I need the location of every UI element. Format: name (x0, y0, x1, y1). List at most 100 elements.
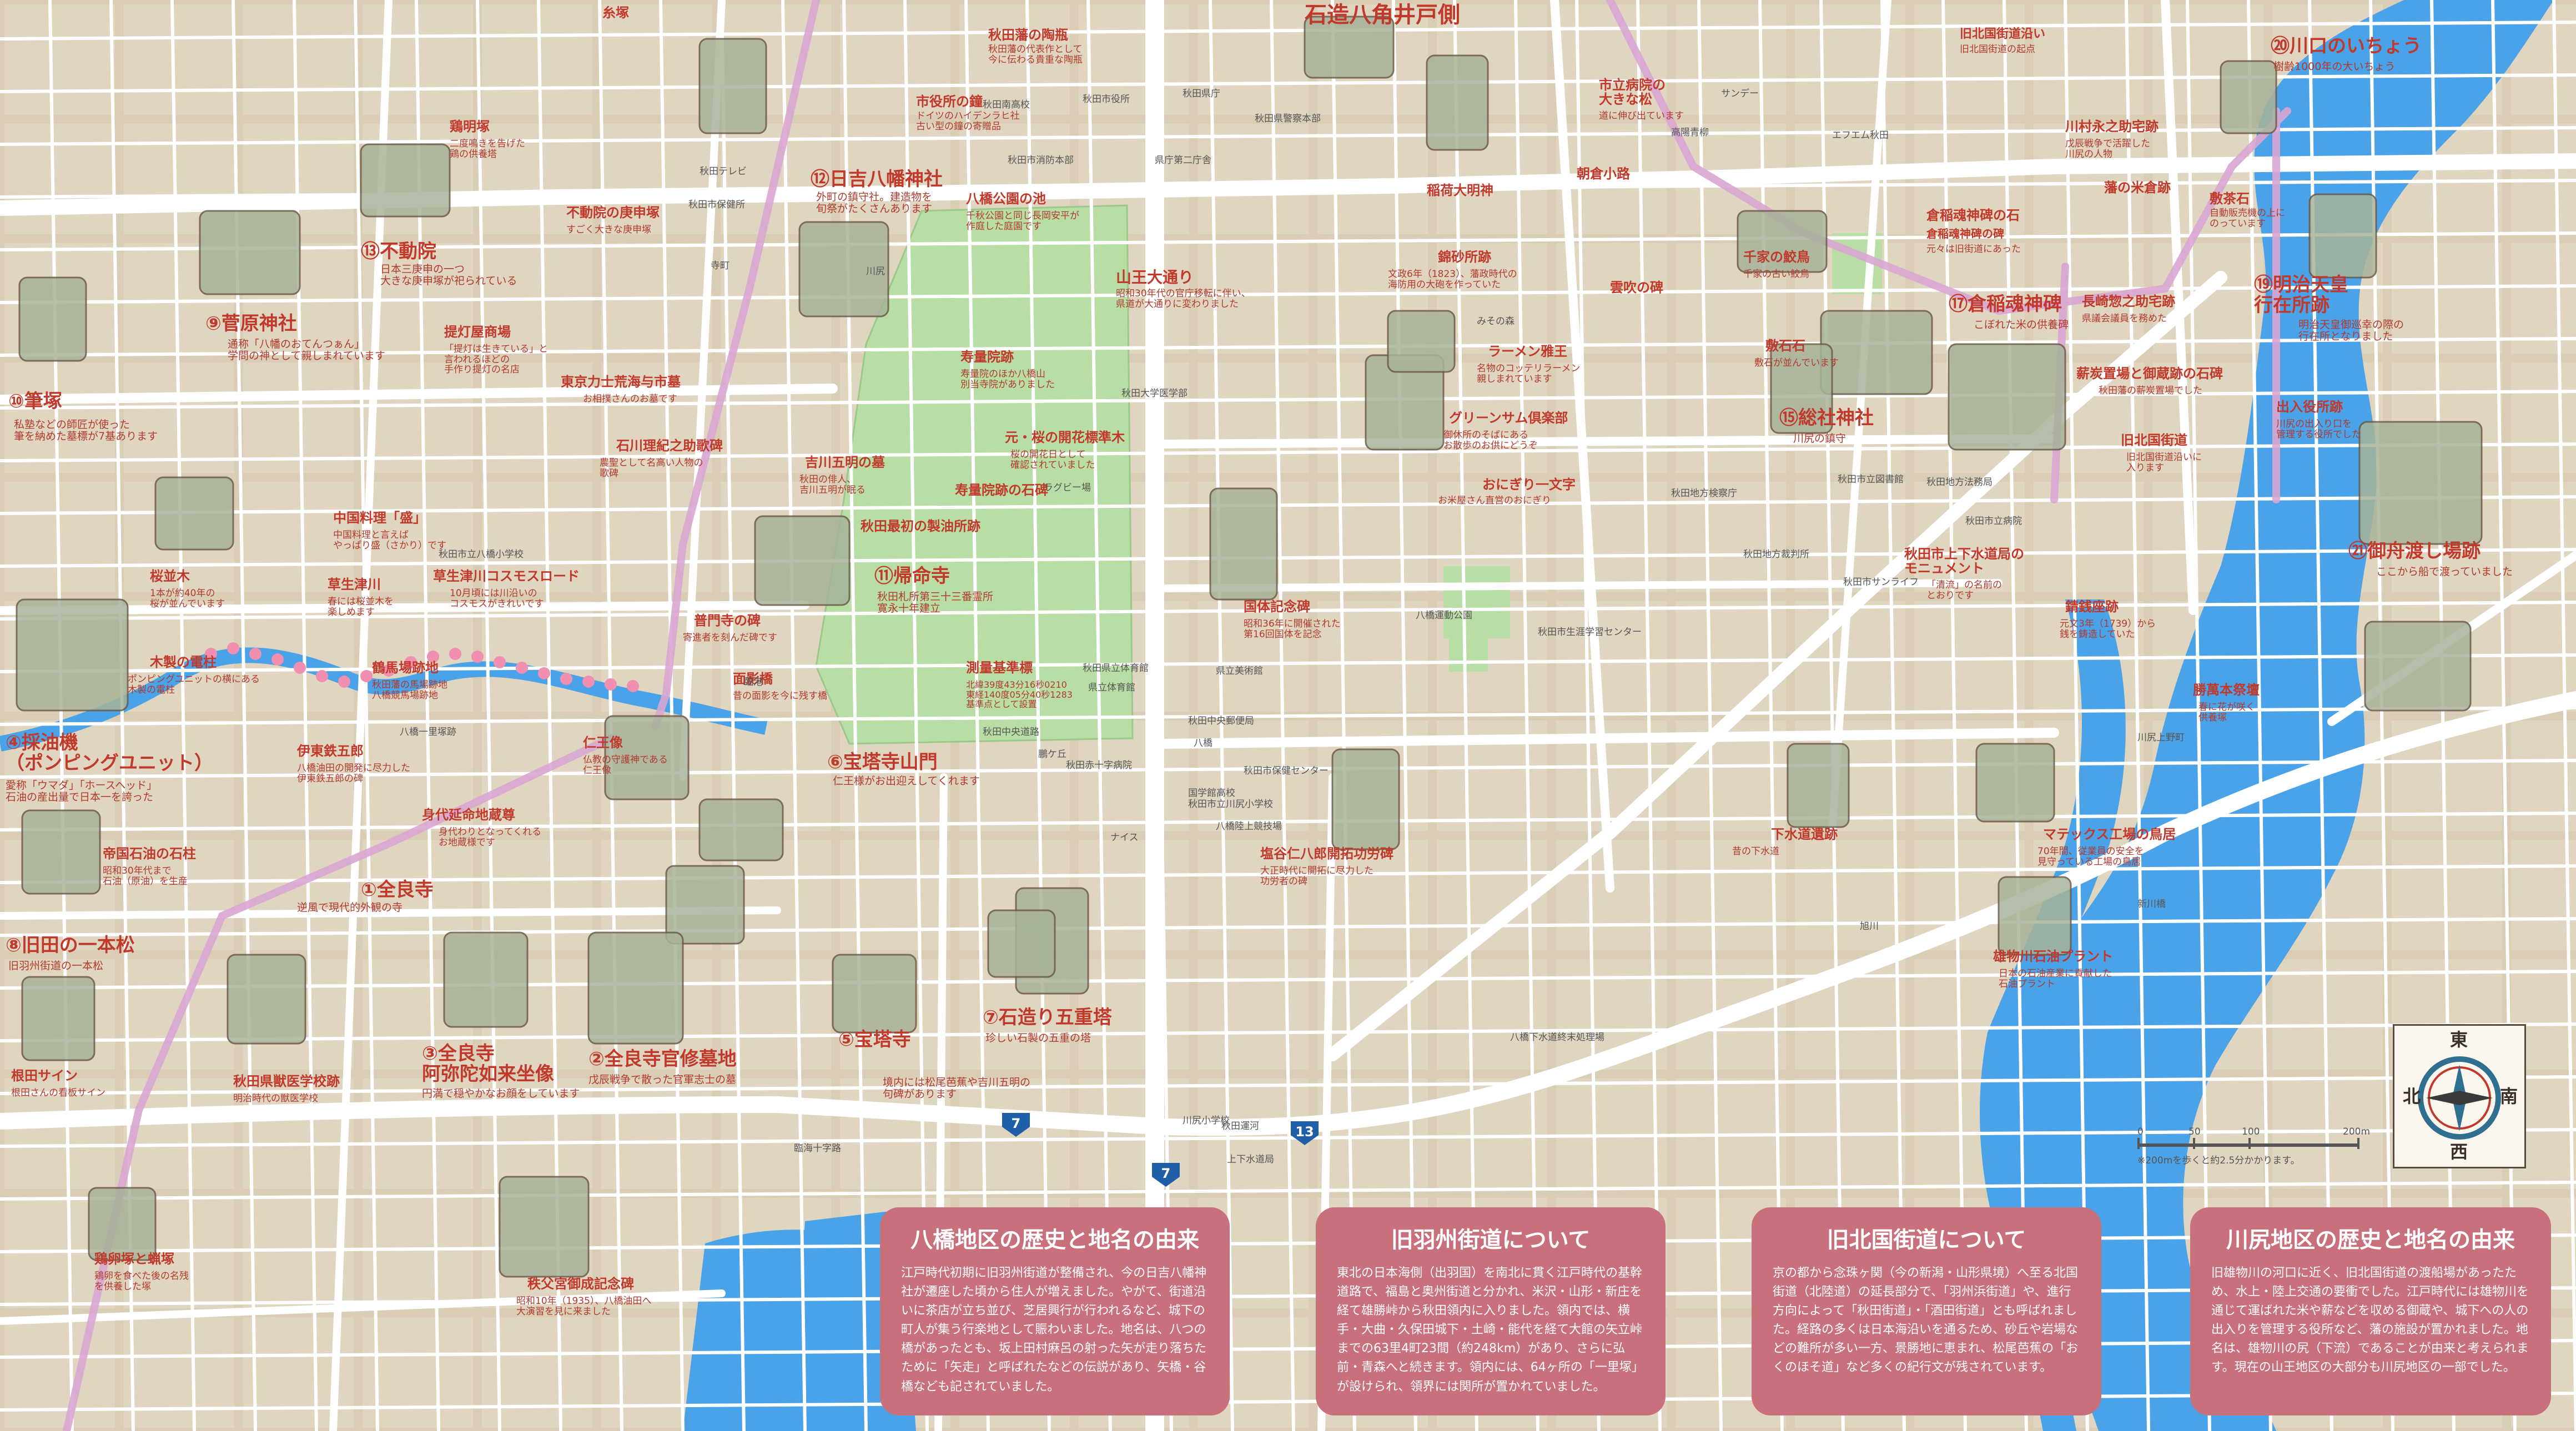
label-matex-torii[interactable]: マテックス工場の鳥居 (2043, 827, 2176, 842)
label-sumo-grave[interactable]: 東京力士荒海与市墓 (561, 374, 681, 390)
label-zenza-site[interactable]: 錆銭座跡 (2065, 599, 2119, 614)
label-rice-storehouse[interactable]: 藩の米倉跡 (2104, 180, 2171, 195)
label-yoshikawa-grave[interactable]: 吉川五明の墓 (805, 455, 885, 470)
label-unsui-stone[interactable]: 雲吹の碑 (1610, 280, 1663, 295)
label-kokutai-monument[interactable]: 国体記念碑 (1244, 599, 1310, 614)
label-toki-vase[interactable]: 秋田藩の陶瓶 (988, 27, 1068, 43)
city-block (482, 1079, 592, 1189)
label-uka-stone-2[interactable]: 倉稲魂神碑の碑 (1926, 227, 2004, 240)
label-onigiri[interactable]: おにぎり一文字 (1482, 477, 1576, 492)
spot-meiji-emperor[interactable]: ⑲明治天皇 行在所跡 (2254, 274, 2348, 317)
label-chinese-restaurant[interactable]: 中国料理「盛」 (333, 510, 426, 526)
label-deiri-office[interactable]: 出入役所跡 (2276, 399, 2343, 415)
spot-pumping-unit[interactable]: ④採油機 （ポンピングユニット） (6, 732, 213, 775)
label-migawari-jizo[interactable]: 身代延命地蔵尊 (422, 807, 515, 823)
label-horse-ground[interactable]: 鶴馬場跡地 (372, 660, 439, 676)
label-old-hokkoku[interactable]: 旧北国街道 (2121, 432, 2187, 448)
label-juryoin[interactable]: 寿量院跡 (960, 349, 1014, 365)
infobox-ushu-title: 旧羽州街道について (1391, 1227, 1591, 1253)
route-north-kokudo (1606, 0, 2291, 315)
facility-label: 秋田中央道路 (983, 727, 1039, 738)
label-shomanbon[interactable]: 勝萬本祭壇 (2193, 682, 2260, 698)
spot-hiyoshi-hachiman[interactable]: ⑫日吉八幡神社 (811, 168, 943, 190)
spot-zenryoji-graves[interactable]: ②全良寺官修墓地 (588, 1048, 737, 1070)
label-hokkoku-start[interactable]: 旧北国街道沿い (1960, 27, 2046, 41)
label-hospital-pine[interactable]: 市立病院の 大きな松 (1599, 77, 1666, 108)
label-uka-stone[interactable]: 倉稲魂神碑の石 (1926, 208, 2020, 223)
label-hosho-site[interactable]: 錦砂所跡 (1438, 249, 1491, 265)
spot-fudezuka[interactable]: ⑩筆塚 (8, 390, 62, 412)
label-shiki-stone[interactable]: 敷石石 (1765, 338, 1805, 354)
label-asakura-alley[interactable]: 朝倉小路 (1577, 166, 1630, 182)
label-oil-plant[interactable]: 雄物川石油プラント (1993, 949, 2113, 964)
label-octagon-well[interactable]: 石造八角井戸側 (1305, 2, 1460, 28)
label-kawamura-house[interactable]: 川村永之助宅跡 (2065, 119, 2159, 134)
label-nio-statue[interactable]: 仁王像 (583, 735, 623, 750)
city-block (4, 4, 115, 115)
label-fudoin-koshin[interactable]: 不動院の庚申塚 (566, 205, 660, 220)
minor-street (2430, 0, 2456, 1431)
label-omokage-bridge[interactable]: 面影橋 (733, 671, 773, 687)
spot-hotoji[interactable]: ⑤宝塔寺 (838, 1029, 911, 1051)
facility-label: 秋田地方法務局 (1926, 477, 1993, 488)
label-fumonji[interactable]: 普門寺の碑 (694, 613, 761, 628)
city-block (1556, 4, 1667, 115)
label-shiotani-monument[interactable]: 塩谷仁八郎開拓功労碑 (1260, 846, 1393, 861)
label-survey-marker[interactable]: 測量基準標 (966, 660, 1033, 676)
spot-kyuden-pine[interactable]: ⑧旧田の一本松 (6, 934, 135, 956)
label-first-refinery[interactable]: 秋田最初の製油所跡 (861, 518, 980, 534)
label-sanno-odori[interactable]: 山王大通り (1116, 268, 1194, 286)
label-teikoku-oil[interactable]: 帝国石油の石柱 (103, 846, 196, 861)
label-shikicha-stone[interactable]: 敷茶石 (2210, 191, 2250, 206)
landmark-sketch (2220, 60, 2277, 134)
label-city-bell[interactable]: 市役所の鐘 (916, 94, 983, 109)
label-keimeizuka[interactable]: 鶏明塚 (450, 119, 490, 134)
label-chiya-samebird[interactable]: 千家の鮫鳥 (1743, 249, 1810, 265)
spot-hotoji-gate[interactable]: ⑥宝塔寺山門 (827, 751, 938, 773)
label-ito-tetsugoro[interactable]: 伊東鉄五郎 (297, 743, 364, 759)
label-ishikawa-poem[interactable]: 石川理紀之助歌碑 (616, 438, 723, 454)
spot-fudoin[interactable]: ⑬不動院 (361, 240, 436, 263)
minor-street (0, 601, 2576, 621)
label-greensum-club[interactable]: グリーンサム倶楽部 (1449, 410, 1568, 426)
label-vet-school[interactable]: 秋田県獣医学校跡 (233, 1074, 340, 1089)
label-sakura-tree[interactable]: 元・桜の開花標準木 (1005, 430, 1125, 445)
label-chichibu-monument[interactable]: 秩父宮御成記念碑 (527, 1276, 634, 1292)
label-park-pond[interactable]: 八橋公園の池 (966, 191, 1046, 206)
route-shield-13: 13 (1291, 1121, 1319, 1145)
city-block (2392, 243, 2502, 354)
label-inari-shrine[interactable]: 稲荷大明神 (1427, 183, 1493, 198)
label-itozuka[interactable]: 糸塚 (602, 5, 629, 21)
spot-uka-no-mitama[interactable]: ⑰倉稲魂神碑 (1949, 293, 2062, 315)
facility-label: 秋田県警察本部 (1255, 113, 1321, 124)
minor-street (0, 1286, 2576, 1306)
sakura-dot (383, 664, 395, 677)
spot-ferry-crossing[interactable]: ㉑御舟渡し場跡 (2348, 540, 2481, 562)
city-block (601, 124, 712, 234)
label-juryoin-stone[interactable]: 寿量院跡の石碑 (955, 482, 1048, 498)
label-shintan-stone[interactable]: 薪炭置場と御蔵跡の石碑 (2076, 366, 2223, 381)
spot-zenryoji[interactable]: ①全良寺 (361, 879, 434, 901)
label-wooden-pole[interactable]: 木製の電柱 (150, 654, 217, 670)
label-sewer-site[interactable]: 下水道遺跡 (1771, 827, 1838, 842)
label-cherry-row[interactable]: 桜並木 (150, 568, 190, 584)
label-waterworks-monument[interactable]: 秋田市上下水道局の モニュメント (1904, 546, 2024, 577)
spot-kimyoji[interactable]: ⑪帰命寺 (874, 565, 950, 587)
route-shield-7-a: 7 (1002, 1113, 1030, 1137)
label-kusouzu-river[interactable]: 草生津川 (328, 577, 381, 592)
sakura-dot (205, 648, 217, 660)
spot-sugawara-shrine[interactable]: ⑨菅原神社 (205, 313, 297, 335)
label-lantern-shop[interactable]: 提灯屋商場 (444, 324, 511, 340)
spot-stone-pagoda[interactable]: ⑦石造り五重塔 (983, 1006, 1112, 1029)
label-ramen-gao[interactable]: ラーメン雅王 (1488, 344, 1568, 359)
spot-kawaguchi-ginkgo[interactable]: ⑳川口のいちょう (2271, 35, 2422, 57)
spot-amida-buddha[interactable]: ③全良寺 阿弥陀如来坐像 (422, 1042, 554, 1086)
label-neda-sign[interactable]: 根田サイン (11, 1068, 78, 1084)
label-egg-wax-mound[interactable]: 鶏卵塚と蝋塚 (94, 1251, 174, 1267)
label-cosmos-road[interactable]: 草生津川コスモスロード (433, 568, 580, 584)
spot-sosha-shrine[interactable]: ⑮総社神社 (1779, 407, 1874, 429)
landmark-sketch (665, 865, 745, 945)
label-shiki-desc: 敷石が並んでいます (1754, 357, 1839, 369)
label-nagasaki-house[interactable]: 長崎惣之助宅跡 (2082, 294, 2175, 309)
sakura-dot (516, 662, 528, 674)
